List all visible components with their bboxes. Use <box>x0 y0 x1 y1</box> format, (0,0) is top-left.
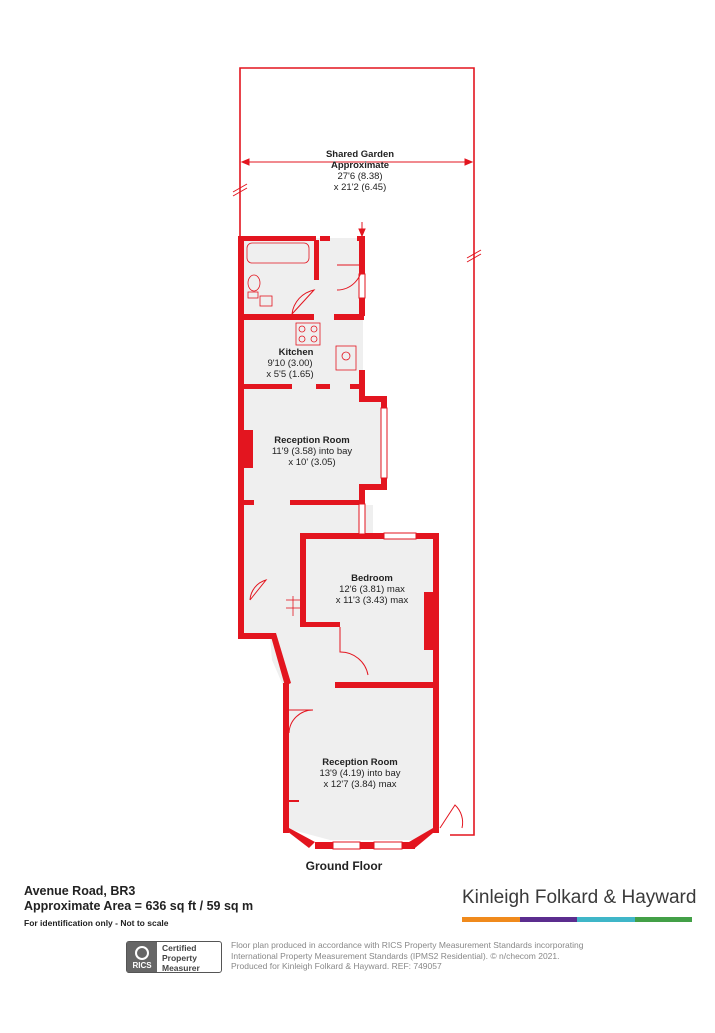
svg-text:Reception Room: Reception Room <box>274 435 349 446</box>
rics-badge-text: Certified Property Measurer <box>157 942 200 973</box>
rics-line-3: Measurer <box>162 963 200 973</box>
svg-text:x 12'7 (3.84) max: x 12'7 (3.84) max <box>323 779 396 790</box>
doors <box>249 264 464 829</box>
identification-note: For identification only - Not to scale <box>24 918 169 928</box>
windows <box>332 273 417 850</box>
rics-line-1: Certified <box>162 943 197 953</box>
svg-text:Reception Room: Reception Room <box>322 757 397 768</box>
svg-text:9'10 (3.00): 9'10 (3.00) <box>267 358 312 369</box>
label-bedroom: Bedroom 12'6 (3.81) max x 11'3 (3.43) ma… <box>336 573 409 606</box>
svg-text:Bedroom: Bedroom <box>351 573 393 584</box>
disclaimer-line-2: International Property Measurement Stand… <box>231 950 560 961</box>
floor-plan: Shared Garden Approximate 27'6 (8.38) x … <box>232 67 482 873</box>
address-line: Avenue Road, BR3 <box>24 884 136 898</box>
boundary-break-marks <box>232 183 482 263</box>
brand-bar-green <box>634 917 692 922</box>
rics-badge: RICS Certified Property Measurer <box>126 941 222 973</box>
label-garden: Shared Garden Approximate 27'6 (8.38) x … <box>326 149 394 193</box>
rics-line-2: Property <box>162 953 197 963</box>
label-kitchen: Kitchen 9'10 (3.00) x 5'5 (1.65) <box>266 347 313 380</box>
svg-text:Shared Garden: Shared Garden <box>326 149 394 160</box>
disclaimer-line-1: Floor plan produced in accordance with R… <box>231 940 584 950</box>
svg-text:Approximate: Approximate <box>331 160 389 171</box>
disclaimer: Floor plan produced in accordance with R… <box>231 940 611 972</box>
label-reception-rear: Reception Room 11'9 (3.58) into bay x 10… <box>272 435 353 468</box>
garden-dimension-arrows <box>240 158 474 238</box>
svg-text:x 21'2 (6.45): x 21'2 (6.45) <box>334 182 387 193</box>
address-block: Avenue Road, BR3 Approximate Area = 636 … <box>24 884 253 931</box>
svg-text:x 10' (3.05): x 10' (3.05) <box>288 457 335 468</box>
svg-text:x 11'3 (3.43) max: x 11'3 (3.43) max <box>336 595 409 606</box>
brand-color-bar <box>462 917 692 922</box>
label-reception-front: Reception Room 13'9 (4.19) into bay x 12… <box>319 757 400 790</box>
svg-text:Kitchen: Kitchen <box>279 347 314 358</box>
svg-text:13'9 (4.19) into bay: 13'9 (4.19) into bay <box>319 768 400 779</box>
rics-logo-text: RICS <box>132 961 152 970</box>
walls <box>238 236 439 849</box>
svg-text:x 5'5 (1.65): x 5'5 (1.65) <box>266 369 313 380</box>
garden-boundary <box>239 67 475 836</box>
brand-bar-purple <box>519 917 577 922</box>
disclaimer-line-3: Produced for Kinleigh Folkard & Hayward.… <box>231 961 442 971</box>
floor-label: Ground Floor <box>306 859 383 873</box>
rics-logo-icon: RICS <box>127 942 157 972</box>
svg-text:11'9 (3.58) into bay: 11'9 (3.58) into bay <box>272 446 353 457</box>
brand-bar-orange <box>462 917 520 922</box>
svg-text:12'6 (3.81) max: 12'6 (3.81) max <box>339 584 405 595</box>
brand-name: Kinleigh Folkard & Hayward <box>462 887 697 908</box>
brand-bar-teal <box>577 917 635 922</box>
svg-text:27'6 (8.38): 27'6 (8.38) <box>337 171 382 182</box>
fixtures <box>246 242 357 616</box>
area-line: Approximate Area = 636 sq ft / 59 sq m <box>24 899 254 913</box>
